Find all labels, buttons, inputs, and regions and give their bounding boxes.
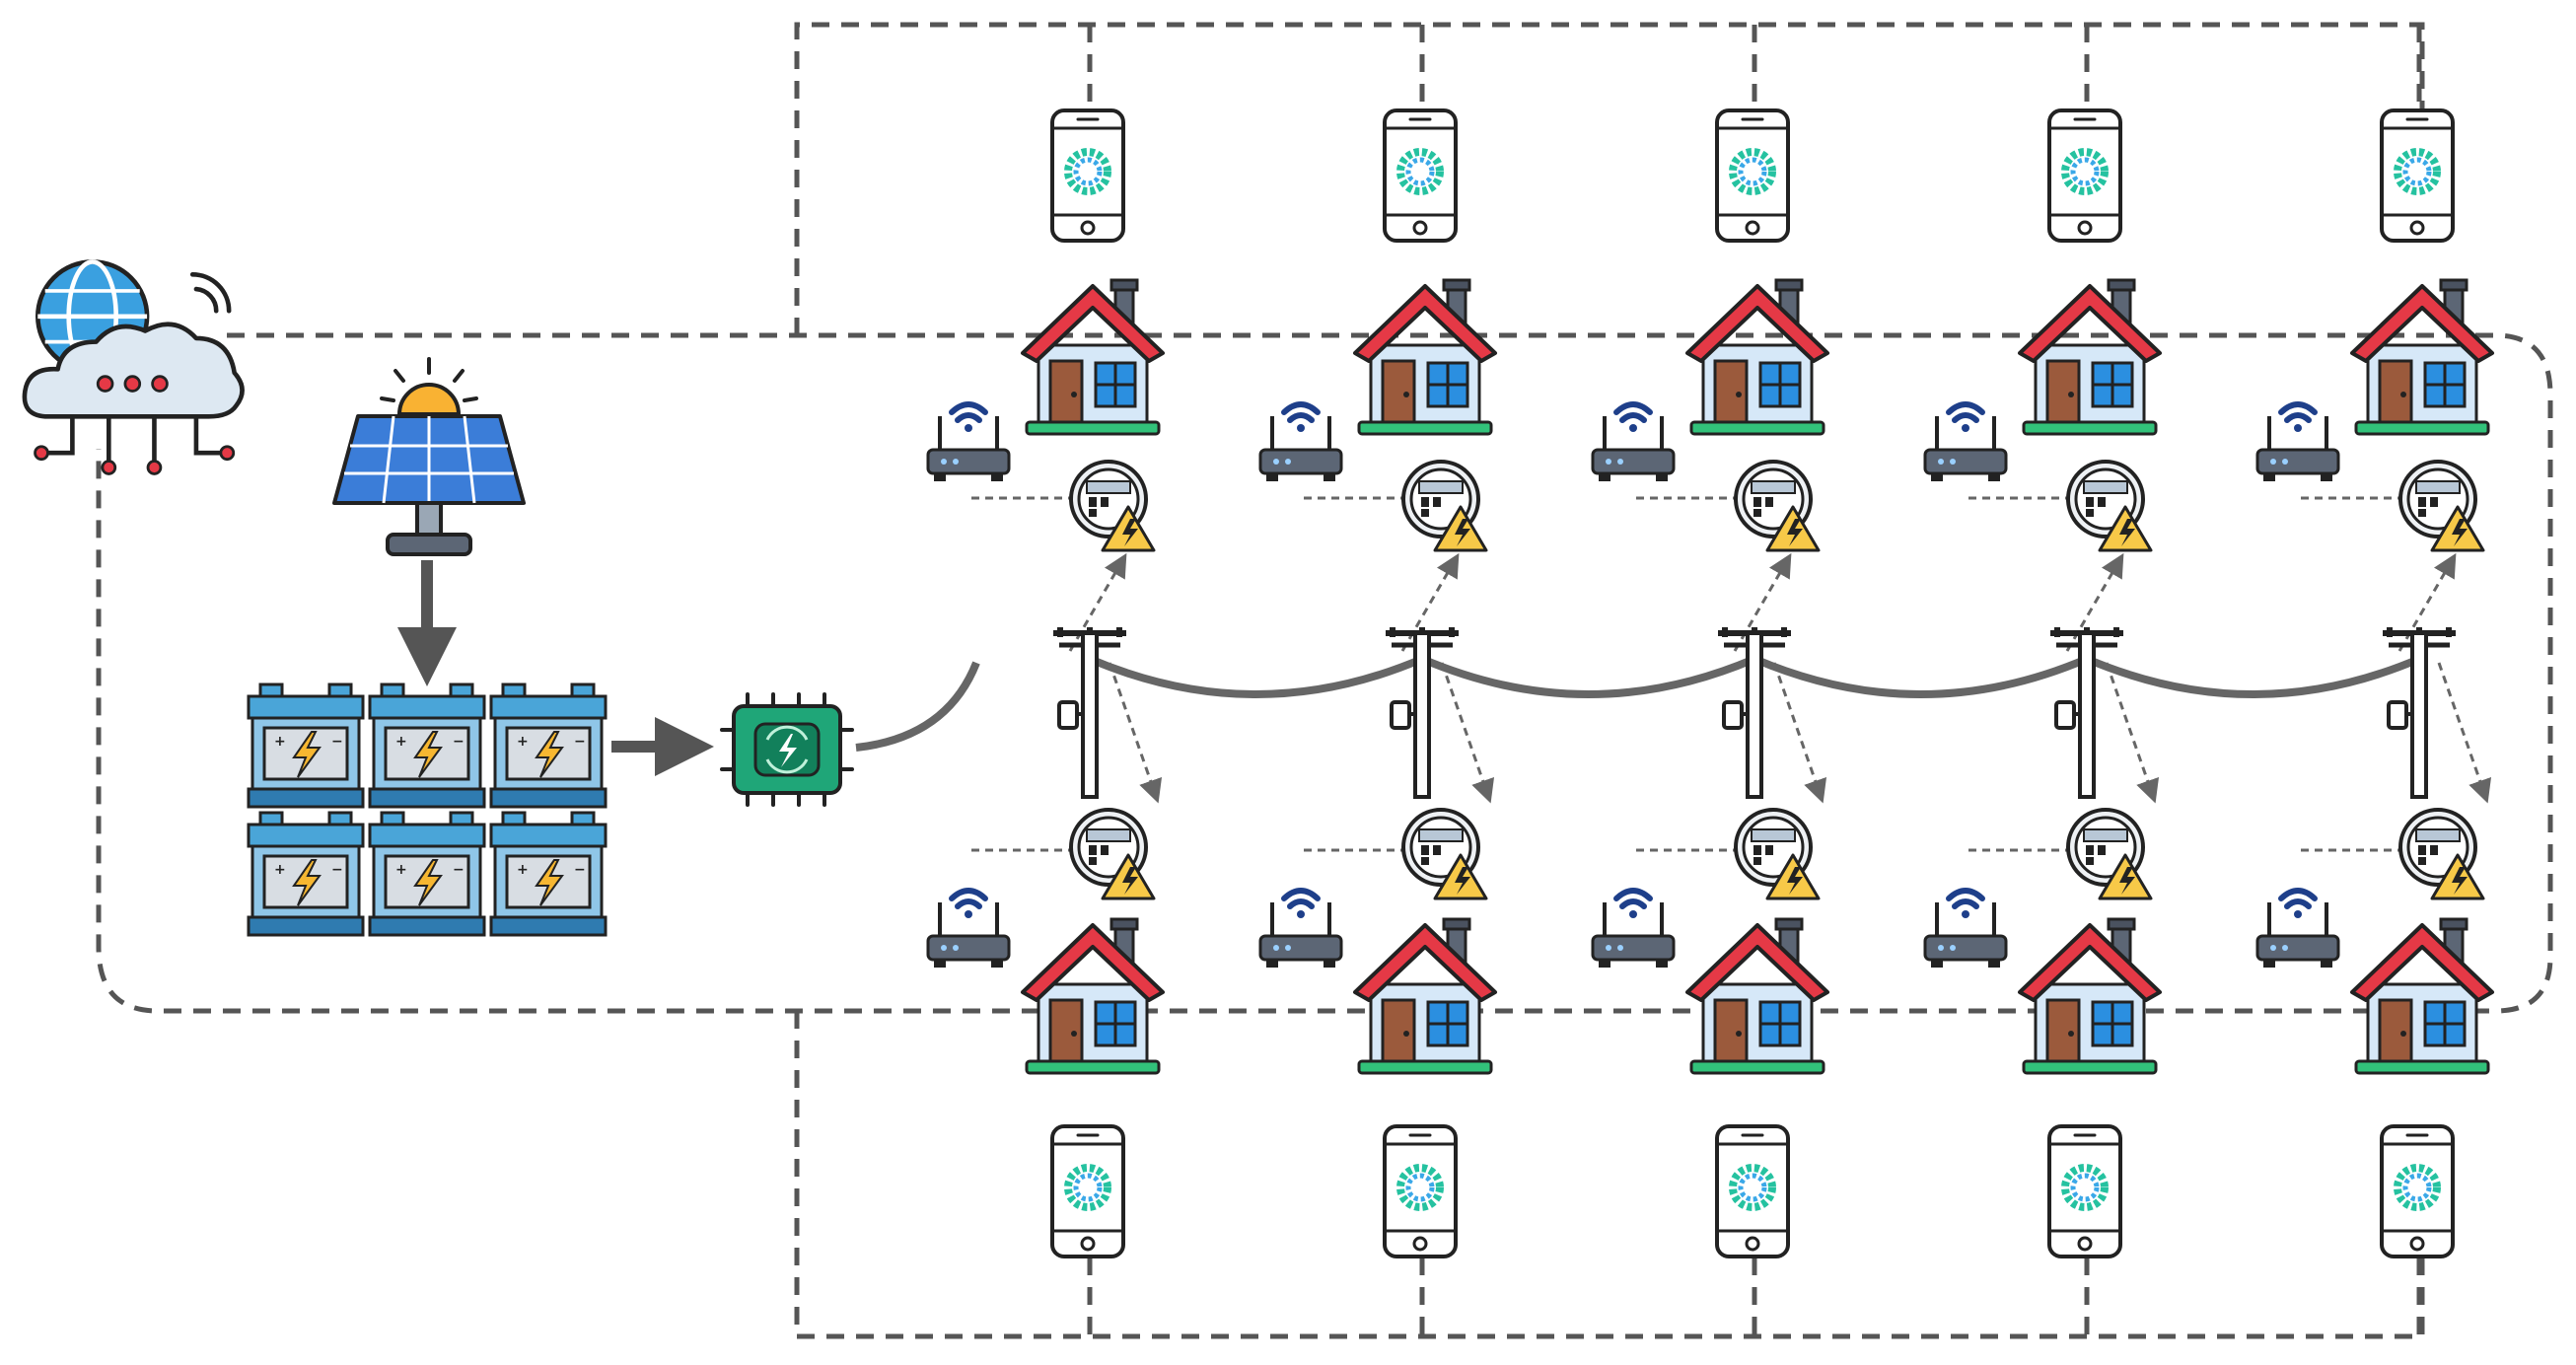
wifi-router-icon xyxy=(2257,404,2338,481)
top-phone-bus xyxy=(794,22,2425,335)
battery-unit-icon xyxy=(247,811,365,937)
utility-pole-icon xyxy=(2050,627,2123,797)
feed-arrow-bottom xyxy=(2105,662,2160,804)
utility-pole-icon xyxy=(1053,627,1126,797)
smartphone-app-icon xyxy=(1717,110,1788,241)
wifi-router-icon xyxy=(1593,404,1674,481)
smart-meter-icon xyxy=(1401,808,1488,900)
house-icon xyxy=(2350,917,2494,1075)
smart-meter-icon xyxy=(2398,808,2485,900)
smartphone-app-icon xyxy=(2049,110,2120,241)
battery-unit-icon xyxy=(489,682,608,809)
wifi-router-icon xyxy=(2257,891,2338,968)
house-icon xyxy=(2350,278,2494,436)
battery-bank-icon xyxy=(247,682,608,937)
wifi-router-icon xyxy=(928,891,1009,968)
battery-unit-icon xyxy=(368,682,486,809)
smart-meter-icon xyxy=(1734,460,1821,552)
smartphone-app-icon xyxy=(1717,1126,1788,1257)
wifi-router-icon xyxy=(1260,891,1341,968)
house-icon xyxy=(1353,917,1497,1075)
smartphone-app-icon xyxy=(1385,110,1456,241)
smart-meter-icon xyxy=(1069,460,1156,552)
feed-arrow-bottom xyxy=(1108,662,1163,804)
battery-unit-icon xyxy=(247,682,365,809)
wifi-router-icon xyxy=(1260,404,1341,481)
house-icon xyxy=(1021,278,1165,436)
house-icon xyxy=(1685,917,1829,1075)
battery-unit-icon xyxy=(368,811,486,937)
bottom-phone-bus xyxy=(794,1011,2425,1339)
wifi-router-icon xyxy=(928,404,1009,481)
feed-arrow-bottom xyxy=(1772,662,1827,804)
house-icon xyxy=(2018,917,2162,1075)
smartphone-app-icon xyxy=(1052,1126,1123,1257)
house-icon xyxy=(2018,278,2162,436)
communication-links xyxy=(96,22,2553,1339)
smart-meter-icon xyxy=(1401,460,1488,552)
smartphone-app-icon xyxy=(1385,1126,1456,1257)
utility-pole-icon xyxy=(1718,627,1791,797)
utility-pole-icon xyxy=(2383,627,2456,797)
smart-meter-icon xyxy=(1069,808,1156,900)
smartphone-app-icon xyxy=(2382,110,2453,241)
feed-arrow-bottom xyxy=(1440,662,1495,804)
cloud-server-icon xyxy=(25,261,243,473)
utility-pole-icon xyxy=(1386,627,1459,797)
wifi-router-icon xyxy=(1925,404,2006,481)
smartphone-app-icon xyxy=(2382,1126,2453,1257)
wifi-router-icon xyxy=(1925,891,2006,968)
wifi-router-icon xyxy=(1593,891,1674,968)
smart-meter-icon xyxy=(2066,808,2153,900)
house-icon xyxy=(1685,278,1829,436)
main-network-loop xyxy=(96,332,2553,1014)
feed-arrow-bottom xyxy=(2437,662,2492,804)
solar-panel-icon xyxy=(332,357,526,556)
house-icon xyxy=(1021,917,1165,1075)
smartphone-app-icon xyxy=(1052,110,1123,241)
battery-unit-icon xyxy=(489,811,608,937)
smart-meter-icon xyxy=(2066,460,2153,552)
smartphone-app-icon xyxy=(2049,1126,2120,1257)
smart-meter-icon xyxy=(1734,808,1821,900)
inverter-to-grid-cable xyxy=(855,661,980,752)
inverter-chip-icon xyxy=(720,692,854,807)
smart-meter-icon xyxy=(2398,460,2485,552)
house-icon xyxy=(1353,278,1497,436)
